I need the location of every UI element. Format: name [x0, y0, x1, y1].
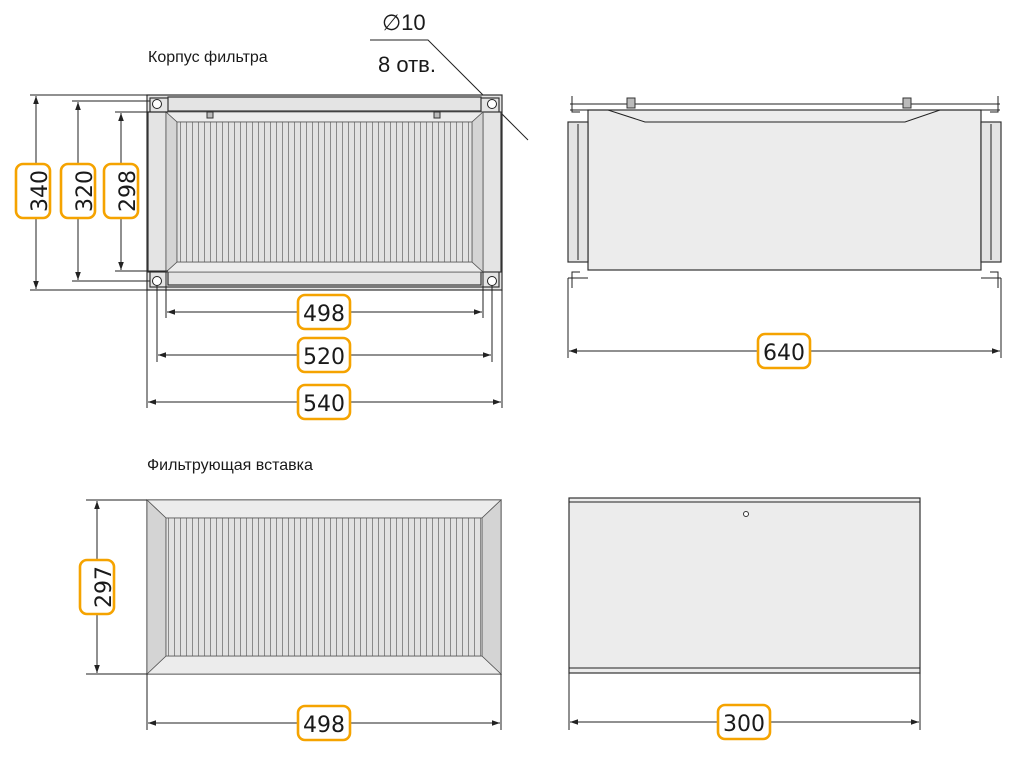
- dim-340: 340: [14, 96, 53, 289]
- dim-320: 320: [59, 102, 98, 280]
- dim-498-text: 498: [303, 302, 345, 327]
- housing-clamp-right: [433, 111, 441, 119]
- housing-width-extensions: [146, 272, 503, 408]
- insert-filter-media: [165, 517, 483, 657]
- dim-640: 640: [569, 332, 1000, 370]
- housing-filter-media: [176, 121, 473, 263]
- housing-bevel-bottom: [164, 261, 485, 273]
- dim-298-text: 298: [116, 170, 141, 212]
- housing-right-post: [481, 111, 502, 273]
- dim-300-text: 300: [723, 712, 765, 737]
- housing-title: Корпус фильтра: [148, 49, 268, 66]
- insert-front-view: [145, 499, 503, 675]
- housing-side-view: [567, 96, 1002, 288]
- housing-bevel-right: [471, 111, 484, 273]
- housing-bevel-left: [165, 111, 178, 273]
- dim-297: 297: [78, 501, 117, 673]
- housing-height-extensions: [30, 94, 168, 291]
- dim-640-text: 640: [763, 341, 805, 366]
- housing-top-rail: [167, 96, 482, 112]
- hole-diameter-label: ∅10: [382, 10, 426, 35]
- dim-540-text: 540: [303, 392, 345, 417]
- insert-side-view: [568, 497, 921, 674]
- dim-520: 520: [158, 336, 491, 374]
- insert-extensions: [86, 499, 502, 730]
- housing-front-view: [146, 94, 503, 291]
- dim-297-text: 297: [92, 566, 117, 608]
- housing-hole-tl: [152, 99, 162, 109]
- housing-hole-br: [487, 276, 497, 286]
- dim-498-insert-text: 498: [303, 713, 345, 738]
- insert-side-hole: [743, 511, 749, 517]
- dim-498-insert: 498: [148, 704, 500, 742]
- dim-300: 300: [570, 703, 919, 741]
- housing-hole-bl: [152, 276, 162, 286]
- dim-298: 298: [102, 113, 141, 270]
- housing-side-panel: [587, 109, 982, 271]
- insert-bevel-left: [146, 499, 167, 675]
- dim-540: 540: [148, 383, 501, 421]
- housing-side-extensions: [567, 278, 1002, 358]
- insert-bevel-bottom: [145, 655, 503, 675]
- housing-hole-tr: [487, 99, 497, 109]
- dim-320-text: 320: [73, 170, 98, 212]
- hole-callout: ∅10 8 отв.: [370, 10, 529, 141]
- hole-count-label: 8 отв.: [378, 52, 436, 77]
- insert-bevel-right: [481, 499, 502, 675]
- housing-clamp-left: [206, 111, 214, 119]
- housing-left-post: [147, 111, 168, 273]
- insert-side-extensions: [568, 673, 921, 730]
- dim-498: 498: [167, 293, 482, 331]
- dim-520-text: 520: [303, 345, 345, 370]
- insert-bevel-top: [145, 499, 503, 519]
- dim-340-text: 340: [28, 170, 53, 212]
- housing-bottom-rail: [167, 270, 482, 286]
- insert-side-panel: [568, 497, 921, 674]
- insert-title: Фильтрующая вставка: [147, 457, 313, 474]
